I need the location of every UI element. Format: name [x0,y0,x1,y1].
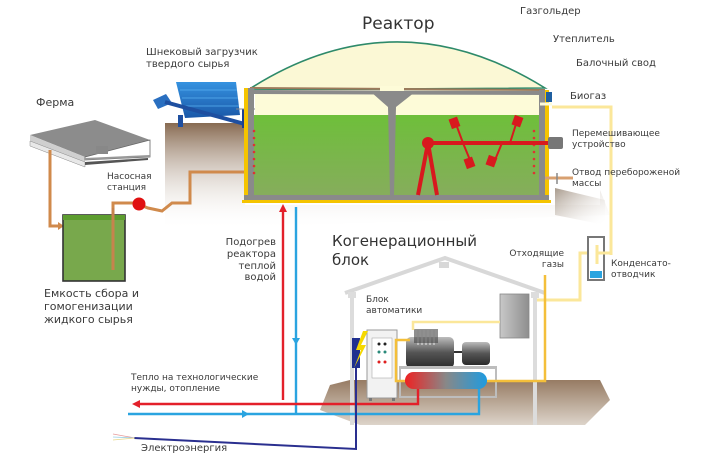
electrical-box [352,338,360,368]
digestate-outlet-label: Отвод перебороженой массы [572,168,681,189]
exhaust-gases-label: Отходящие газы [509,249,564,270]
heating-coil-left [252,129,256,175]
screw-loader-label: Шнековый загрузчик твердого сырья [146,47,258,70]
power-cable-ends [112,433,136,441]
condensate-trap-label: Конденсато- отводчик [611,259,671,280]
collection-tank [62,205,126,282]
automation-unit-label: Блок автоматики [366,295,423,316]
reactor-heating-label: Подогрев реактора теплой водой [225,237,276,284]
insulation-label: Утеплитель [553,34,615,45]
beam-vault-label: Балочный свод [576,58,656,69]
cogeneration-house [320,255,610,425]
electric-line [133,368,357,451]
ground-mound [165,123,610,230]
automation-cabinet [366,329,398,401]
reactor [242,41,552,203]
biogas-pipe [552,105,613,255]
reactor-label: Реактор [362,14,435,34]
arrow-icon [58,222,64,230]
lightning-icon [354,331,368,368]
gasholder-dome [245,41,548,91]
screw-loader [153,82,258,128]
farm-label: Ферма [36,96,75,109]
control-panel [499,293,530,339]
farm-building [29,120,151,168]
mixer-motor [548,137,563,149]
farm-to-tank-pipe [48,150,58,228]
pump-icon [132,197,146,211]
gasholder-label: Газгольдер [520,6,581,17]
panel-link [411,320,500,330]
heat-exchanger [405,372,487,389]
mixer-label: Перемешивающее устройство [572,129,660,150]
condensate-trap [587,236,613,281]
engine-gas-pipe [394,338,410,383]
collection-tank-label: Емкость сбора и гомогенизации жидкого сы… [44,287,139,326]
exhaust-pipe [487,275,547,383]
biogas-label: Биогаз [570,91,607,102]
hot-water-line [140,389,420,406]
electricity-label: Электроэнергия [141,443,228,454]
pump-pipe [111,170,245,213]
pump-station-label: Насосная станция [107,172,152,193]
gas-supply-pipe [535,251,587,302]
process-heat-label: Тепло на технологические нужды, отоплени… [131,373,259,394]
mixer-device [416,114,560,196]
cogeneration-unit-label: Когенерационный блок [332,232,478,269]
